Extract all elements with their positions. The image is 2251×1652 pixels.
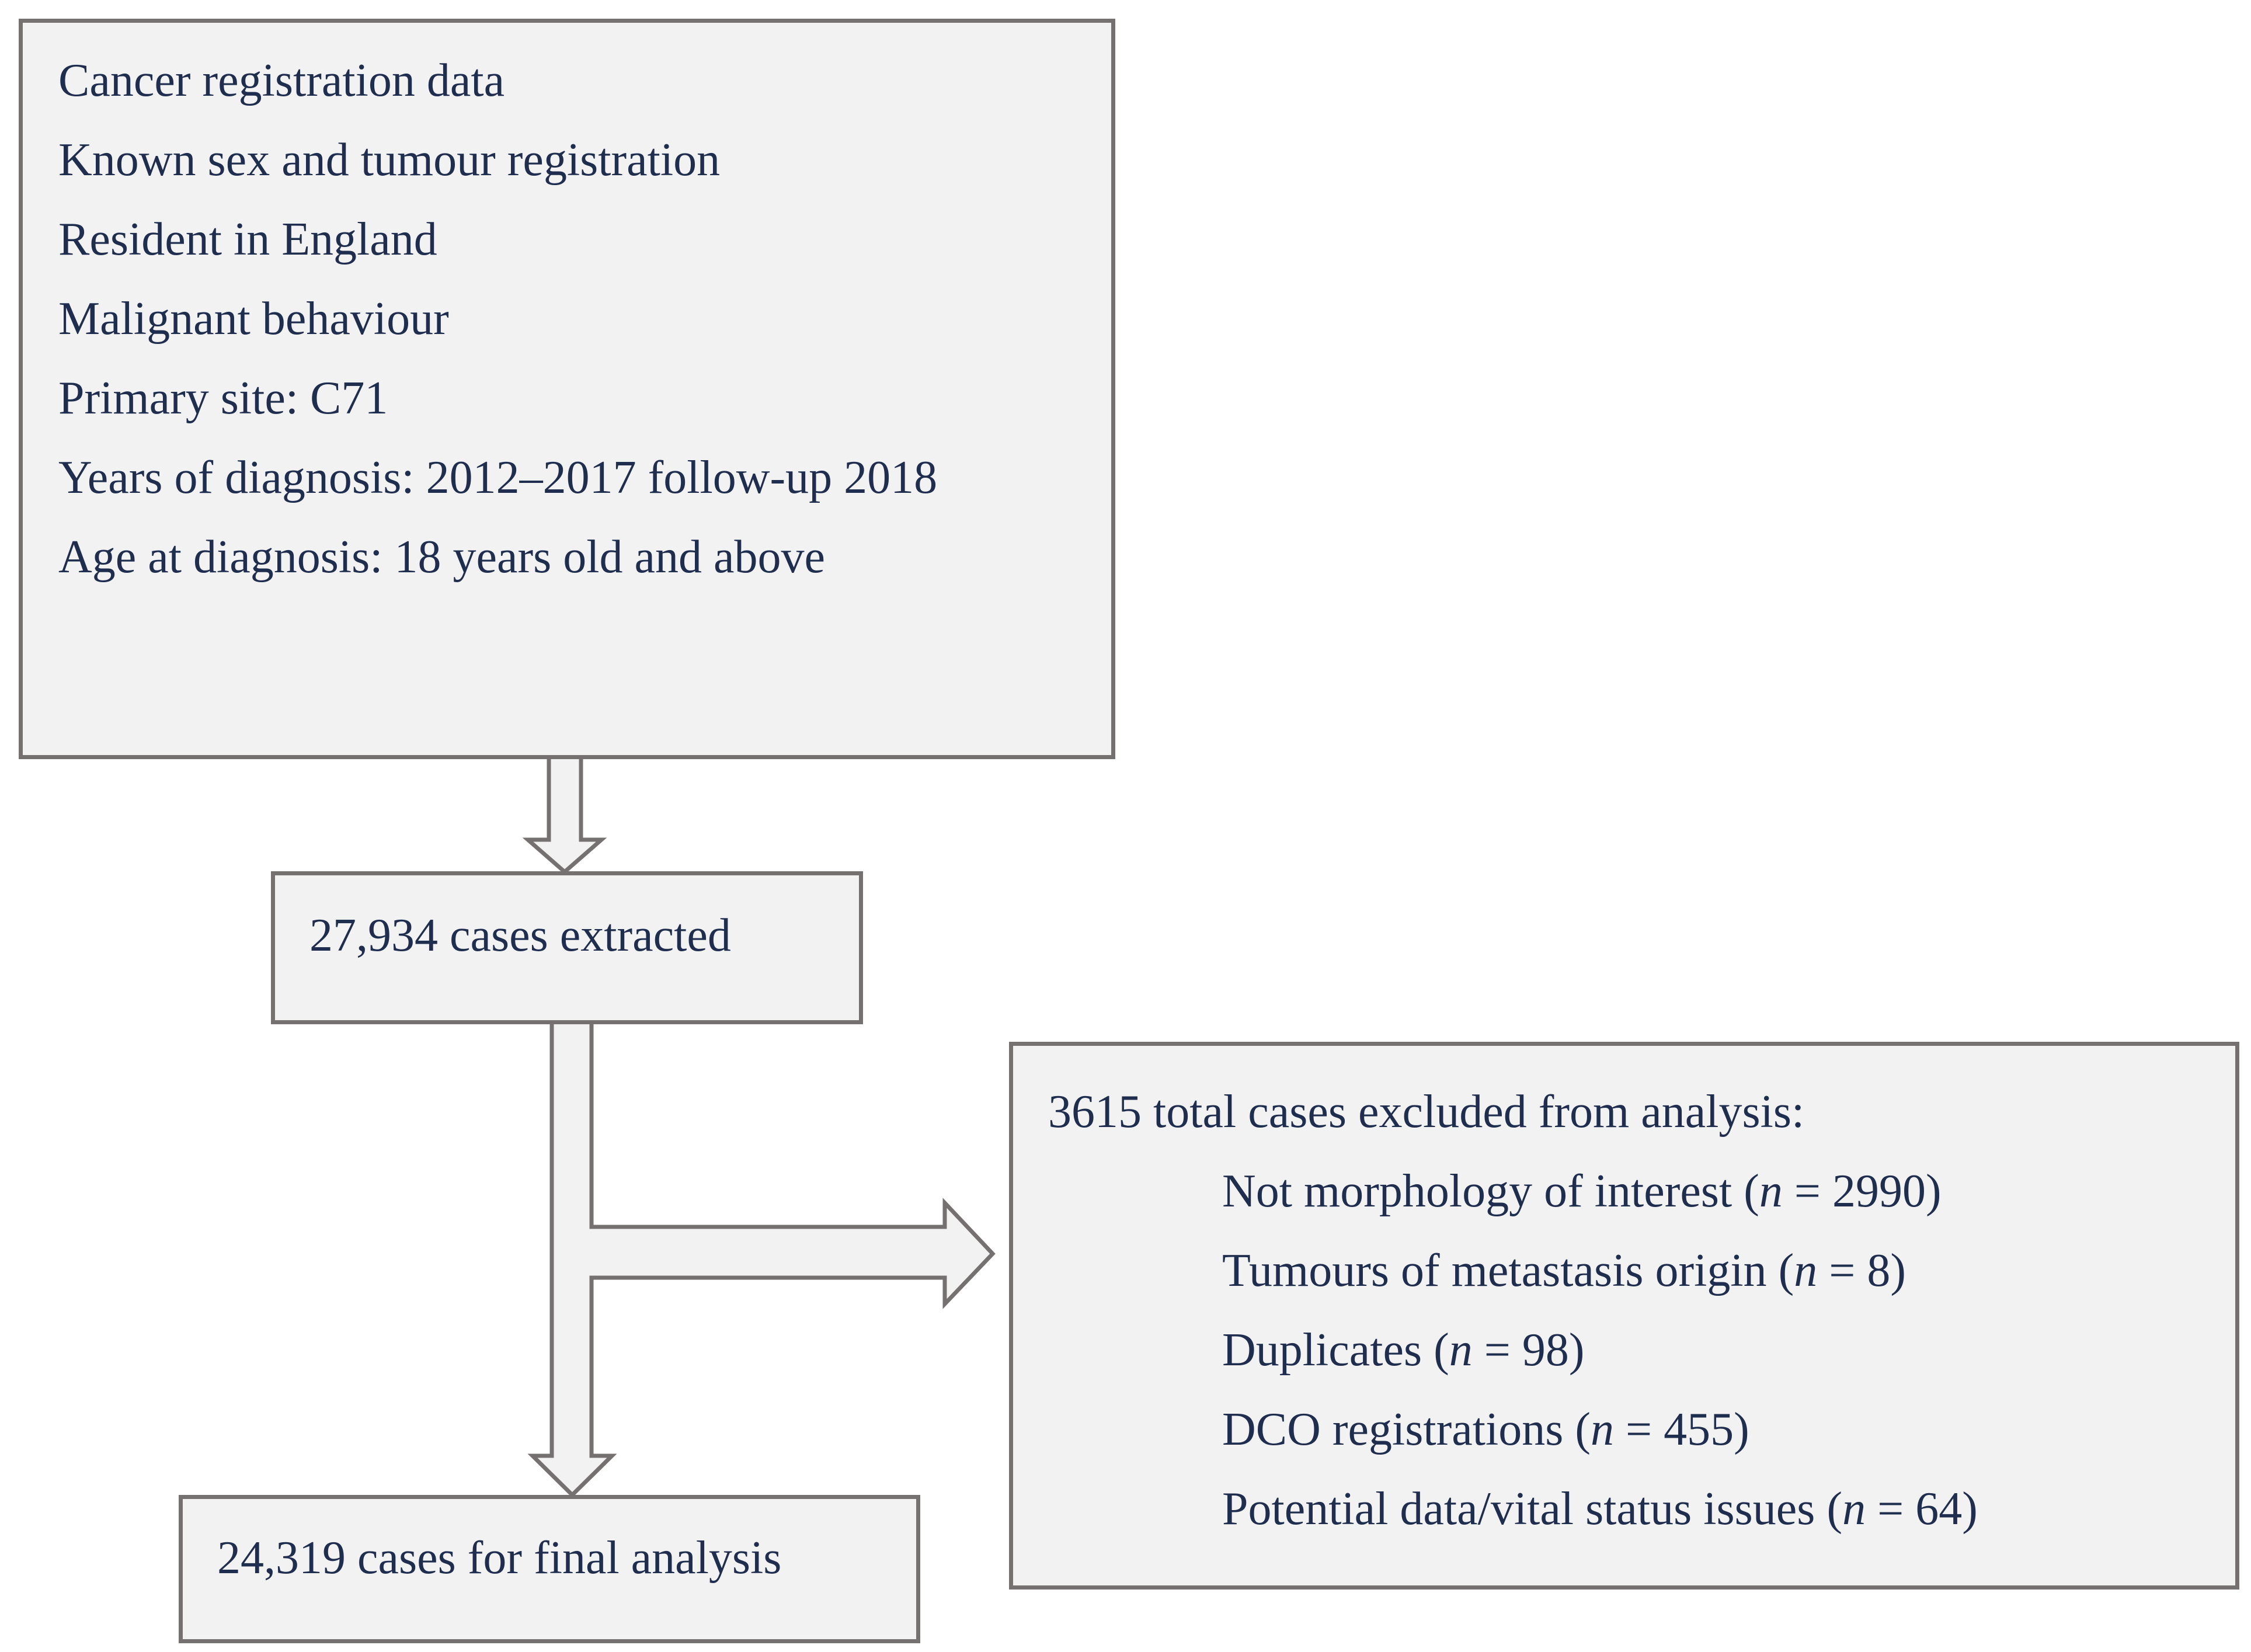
n-symbol: n <box>1794 1245 1818 1296</box>
n-symbol: n <box>1759 1166 1783 1217</box>
criteria-line: Years of diagnosis: 2012–2017 follow-up … <box>58 452 938 503</box>
excluded-item-count: 98 <box>1522 1324 1569 1376</box>
excluded-item-label: Not morphology of interest <box>1222 1166 1732 1217</box>
criteria-line: Primary site: C71 <box>58 373 388 424</box>
excluded-item: Duplicates (n = 98) <box>1222 1324 1585 1376</box>
excluded-item-label: Tumours of metastasis origin <box>1222 1245 1767 1296</box>
criteria-line: Malignant behaviour <box>58 293 449 345</box>
n-symbol: n <box>1591 1404 1615 1455</box>
final-text: 24,319 cases for final analysis <box>217 1532 782 1584</box>
excluded-item-count: 455 <box>1664 1404 1734 1455</box>
excluded-box <box>1009 1042 2239 1590</box>
excluded-item: Tumours of metastasis origin (n = 8) <box>1222 1245 1906 1296</box>
extracted-text: 27,934 cases extracted <box>309 910 731 961</box>
arrow-extracted-to-final-and-excluded <box>527 1020 996 1498</box>
excluded-item-label: Potential data/vital status issues <box>1222 1483 1815 1535</box>
final-box <box>179 1495 920 1643</box>
excluded-item-count: 64 <box>1915 1483 1963 1535</box>
criteria-line: Known sex and tumour registration <box>58 134 721 186</box>
n-symbol: n <box>1449 1324 1473 1376</box>
excluded-item-label: DCO registrations <box>1222 1404 1564 1455</box>
excluded-item-count: 2990 <box>1832 1166 1926 1217</box>
extracted-box <box>271 871 863 1024</box>
excluded-item-count: 8 <box>1867 1245 1891 1296</box>
criteria-box <box>19 19 1115 759</box>
excluded-item: Not morphology of interest (n = 2990) <box>1222 1166 1942 1217</box>
criteria-line: Age at diagnosis: 18 years old and above <box>58 531 826 583</box>
criteria-line: Resident in England <box>58 214 437 265</box>
excluded-heading: 3615 total cases excluded from analysis: <box>1048 1086 1805 1138</box>
n-symbol: n <box>1842 1483 1866 1535</box>
excluded-item: DCO registrations (n = 455) <box>1222 1404 1749 1455</box>
excluded-item: Potential data/vital status issues (n = … <box>1222 1483 1978 1535</box>
criteria-line: Cancer registration data <box>58 55 505 106</box>
excluded-item-label: Duplicates <box>1222 1324 1422 1376</box>
